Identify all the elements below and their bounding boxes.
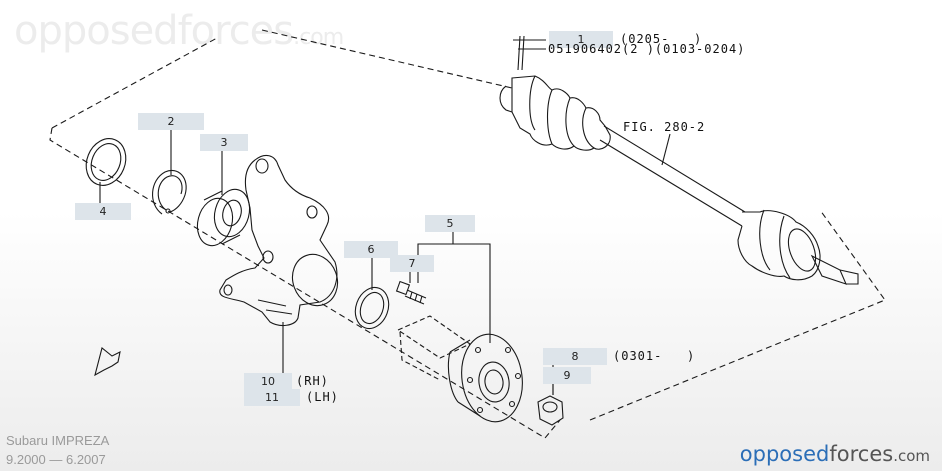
callout-11[interactable]: 11	[244, 389, 300, 406]
callout-10[interactable]: 10	[244, 373, 292, 390]
knuckle-housing-part-10-11	[219, 154, 339, 327]
hub-bolt-part-7	[395, 280, 427, 305]
callout-8[interactable]: 8	[543, 348, 607, 365]
note-11-side: (LH)	[306, 390, 339, 404]
callout-6[interactable]: 6	[344, 241, 398, 258]
watermark: opposedforces.com	[14, 8, 344, 54]
note-10-side: (RH)	[296, 374, 329, 388]
note-8-range: (0301- )	[613, 349, 696, 363]
front-direction-arrow	[94, 347, 121, 377]
callout-7[interactable]: 7	[390, 255, 434, 272]
note-1-part-number: 051906402(2 )(0103-0204)	[548, 42, 746, 56]
hub-flange-part-5	[396, 315, 523, 423]
callout-9[interactable]: 9	[543, 367, 591, 384]
callout-5[interactable]: 5	[425, 215, 475, 232]
seal-ring-part-4	[85, 138, 127, 186]
assembly-boundary	[49, 29, 886, 439]
drive-shaft-assembly	[499, 35, 859, 285]
bearing-part-3	[196, 188, 251, 247]
brand-logo[interactable]: opposedforces.com	[739, 442, 930, 466]
vehicle-model: Subaru IMPREZA	[6, 433, 110, 448]
callout-4[interactable]: 4	[75, 203, 131, 220]
snap-ring-part-2	[152, 170, 187, 215]
callout-2[interactable]: 2	[138, 113, 204, 130]
dust-seal-part-6	[354, 286, 390, 330]
callout-3[interactable]: 3	[200, 134, 248, 151]
figure-reference: FIG. 280-2	[623, 120, 706, 134]
vehicle-years: 9.2000 — 6.2007	[6, 452, 106, 467]
note-1-range: (0205- )	[620, 32, 703, 46]
axle-nut-part-9	[537, 395, 564, 426]
callout-1[interactable]: 1	[549, 31, 613, 48]
